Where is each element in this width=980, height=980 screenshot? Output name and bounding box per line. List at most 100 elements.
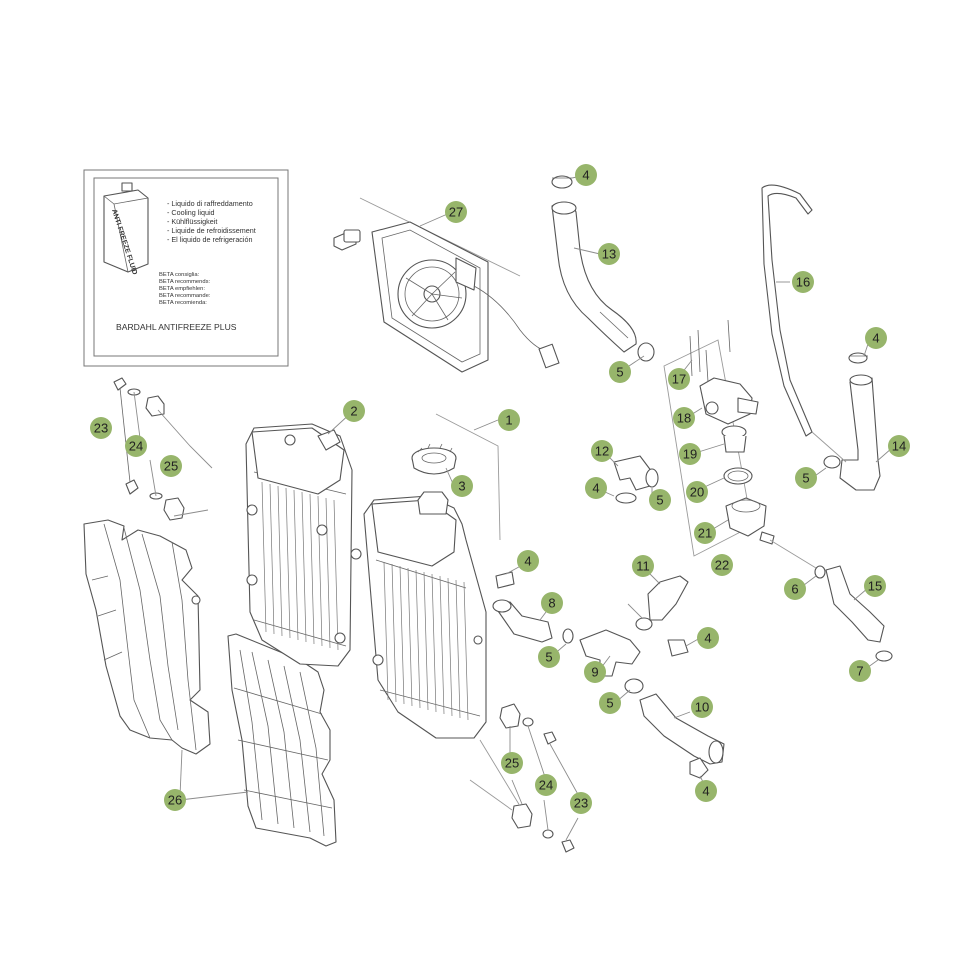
svg-text:21: 21 [698, 526, 712, 541]
cooling-fan-assembly [333, 197, 560, 373]
svg-text:25: 25 [505, 756, 519, 771]
callout-badge: 25 [501, 752, 523, 774]
callout-badge: 2 [343, 400, 365, 422]
radiator-shroud-left [83, 519, 211, 755]
callout-badge: 4 [865, 327, 887, 349]
svg-text:2: 2 [350, 404, 357, 419]
hose-15 [769, 539, 893, 662]
hose-14 [811, 352, 881, 491]
legend-recommend-line: BETA recommande: [159, 293, 211, 299]
legend-recommend-line: BETA consiglia: [159, 272, 200, 278]
svg-text:19: 19 [683, 447, 697, 462]
callout-badge: 5 [795, 467, 817, 489]
svg-text:4: 4 [872, 331, 879, 346]
svg-text:11: 11 [636, 559, 650, 574]
legend-recommend-line: BETA recomienda: [159, 300, 207, 306]
svg-text:14: 14 [892, 439, 906, 454]
svg-text:23: 23 [574, 796, 588, 811]
radiator-left [191, 423, 353, 667]
hose-13 [551, 175, 655, 362]
svg-text:27: 27 [449, 205, 463, 220]
callout-badge: 20 [686, 481, 708, 503]
svg-text:24: 24 [539, 778, 553, 793]
coolant-legend-box: ANTI FREEZE FLUID - Liquido di raffredda… [83, 169, 289, 367]
callout-badge: 23 [570, 792, 592, 814]
callout-badge: 27 [445, 201, 467, 223]
svg-text:4: 4 [524, 554, 531, 569]
callout-badge: 9 [584, 661, 606, 683]
callout-badge: 15 [864, 575, 886, 597]
svg-text:22: 22 [715, 558, 729, 573]
callout-badge: 17 [668, 368, 690, 390]
callout-badge: 1 [498, 409, 520, 431]
hose-16 [761, 184, 813, 437]
svg-text:18: 18 [677, 411, 691, 426]
svg-text:26: 26 [168, 793, 182, 808]
legend-liquid-line: - Cooling liquid [167, 208, 215, 217]
svg-text:1: 1 [505, 413, 512, 428]
callout-badge: 13 [598, 243, 620, 265]
callout-badge: 12 [591, 440, 613, 462]
callout-badge: 11 [632, 555, 654, 577]
callout-badge: 4 [585, 477, 607, 499]
callout-badge: 26 [164, 789, 186, 811]
svg-text:16: 16 [796, 275, 810, 290]
svg-text:4: 4 [702, 784, 709, 799]
callout-badge: 4 [697, 627, 719, 649]
svg-text:25: 25 [164, 459, 178, 474]
callout-badge: 16 [792, 271, 814, 293]
callout-badge: 24 [535, 774, 557, 796]
svg-text:13: 13 [602, 247, 616, 262]
thermostat-group [663, 319, 775, 557]
antifreeze-can-icon: ANTI FREEZE FLUID [103, 182, 149, 276]
callout-badge: 25 [160, 455, 182, 477]
svg-text:5: 5 [545, 650, 552, 665]
svg-text:24: 24 [129, 439, 143, 454]
callout-badge: 8 [541, 592, 563, 614]
callout-badge: 19 [679, 443, 701, 465]
center-hose-group [492, 571, 725, 779]
callout-badge: 14 [888, 435, 910, 457]
callout-badge: 5 [609, 361, 631, 383]
svg-text:7: 7 [856, 664, 863, 679]
svg-text:4: 4 [582, 168, 589, 183]
svg-text:10: 10 [695, 700, 709, 715]
svg-text:23: 23 [94, 421, 108, 436]
svg-text:5: 5 [616, 365, 623, 380]
callout-badge: 21 [694, 522, 716, 544]
svg-text:5: 5 [606, 696, 613, 711]
callout-badge: 5 [599, 692, 621, 714]
callout-badge: 7 [849, 660, 871, 682]
svg-text:4: 4 [592, 481, 599, 496]
legend-recommend-line: BETA recommends: [159, 279, 211, 285]
callout-badge: 24 [125, 435, 147, 457]
callout-badge: 22 [711, 554, 733, 576]
svg-text:8: 8 [548, 596, 555, 611]
right-mounting-hardware [469, 703, 581, 853]
callout-badge: 4 [695, 780, 717, 802]
callout-badge: 10 [691, 696, 713, 718]
svg-text:4: 4 [704, 631, 711, 646]
svg-text:3: 3 [458, 479, 465, 494]
legend-liquid-line: - Liquido di raffreddamento [167, 199, 253, 208]
svg-text:20: 20 [690, 485, 704, 500]
radiator-right [350, 413, 501, 739]
svg-text:5: 5 [656, 493, 663, 508]
callout-badge: 5 [649, 489, 671, 511]
callout-badge: 18 [673, 407, 695, 429]
legend-product-name: BARDAHL ANTIFREEZE PLUS [116, 322, 237, 332]
callout-badge: 5 [538, 646, 560, 668]
radiator-cap [411, 443, 457, 475]
legend-liquid-line: - Liquide de refroidissement [167, 226, 256, 235]
legend-recommend-line: BETA empfiehlen: [159, 286, 205, 292]
svg-text:12: 12 [595, 444, 609, 459]
callout-badge: 4 [575, 164, 597, 186]
legend-liquid-line: - Kühlflüssigkeit [167, 217, 217, 226]
svg-text:17: 17 [672, 372, 686, 387]
svg-text:6: 6 [791, 582, 798, 597]
callout-badge: 3 [451, 475, 473, 497]
svg-text:5: 5 [802, 471, 809, 486]
callout-badge: 23 [90, 417, 112, 439]
